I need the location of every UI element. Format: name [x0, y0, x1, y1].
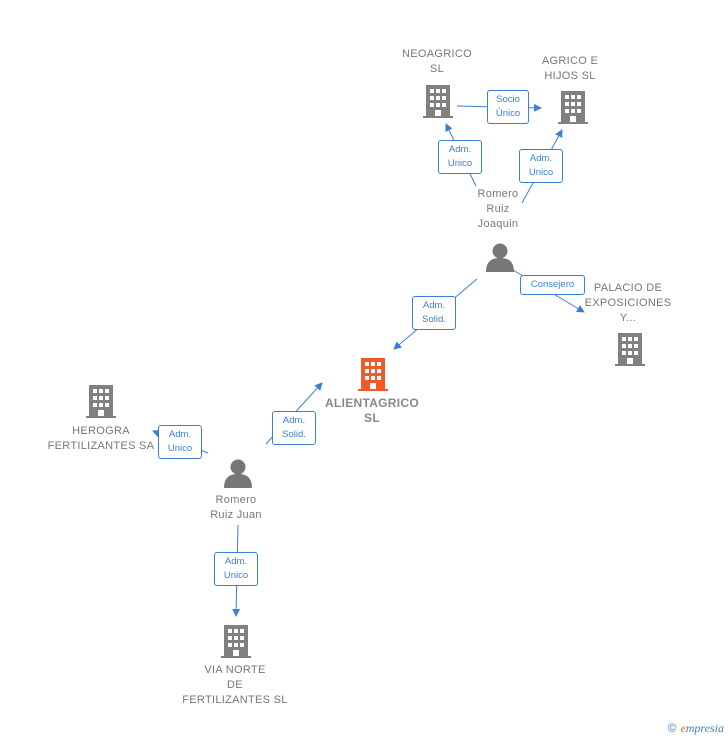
node-label-romero-ruiz-joaquin[interactable]: Romero Ruiz Joaquin	[477, 188, 519, 230]
building-icon[interactable]	[423, 85, 453, 118]
node-label-palacio[interactable]: PALACIO DE EXPOSICIONES Y...	[584, 282, 672, 324]
person-icon[interactable]	[224, 459, 252, 489]
copyright-icon: ©	[667, 721, 677, 735]
building-icon[interactable]	[615, 333, 645, 366]
edge-label-adm-unico-agrico[interactable]: Adm. Unico	[519, 149, 563, 183]
edge-label-adm-solid-joaquin[interactable]: Adm. Solid.	[412, 296, 456, 330]
building-icon[interactable]	[358, 358, 388, 391]
edge-label-adm-unico-neo[interactable]: Adm. Unico	[438, 140, 482, 174]
edge-label-consejero[interactable]: Consejero	[520, 275, 585, 295]
node-label-romero-ruiz-juan[interactable]: Romero Ruiz Juan	[210, 494, 262, 521]
edge-label-adm-unico-herogra[interactable]: Adm. Unico	[158, 425, 202, 459]
building-icon[interactable]	[86, 385, 116, 418]
person-icon[interactable]	[486, 243, 514, 273]
building-icon[interactable]	[558, 91, 588, 124]
building-icon[interactable]	[221, 625, 251, 658]
node-label-alientagrico[interactable]: ALIENTAGRICO SL	[324, 396, 420, 425]
edge-label-socio-unico[interactable]: Socio Único	[487, 90, 529, 124]
node-label-agrico-e-hijos[interactable]: AGRICO E HIJOS SL	[541, 55, 599, 82]
node-label-herogra[interactable]: HEROGRA FERTILIZANTES SA	[47, 425, 155, 452]
node-label-neoagrico[interactable]: NEOAGRICO SL	[402, 48, 472, 75]
edge-label-adm-solid-juan[interactable]: Adm. Solid.	[272, 411, 316, 445]
node-label-via-norte[interactable]: VIA NORTE DE FERTILIZANTES SL	[182, 664, 288, 706]
empresia-logo[interactable]: ©empresia	[667, 721, 724, 735]
edge-label-adm-unico-via[interactable]: Adm. Unico	[214, 552, 258, 586]
